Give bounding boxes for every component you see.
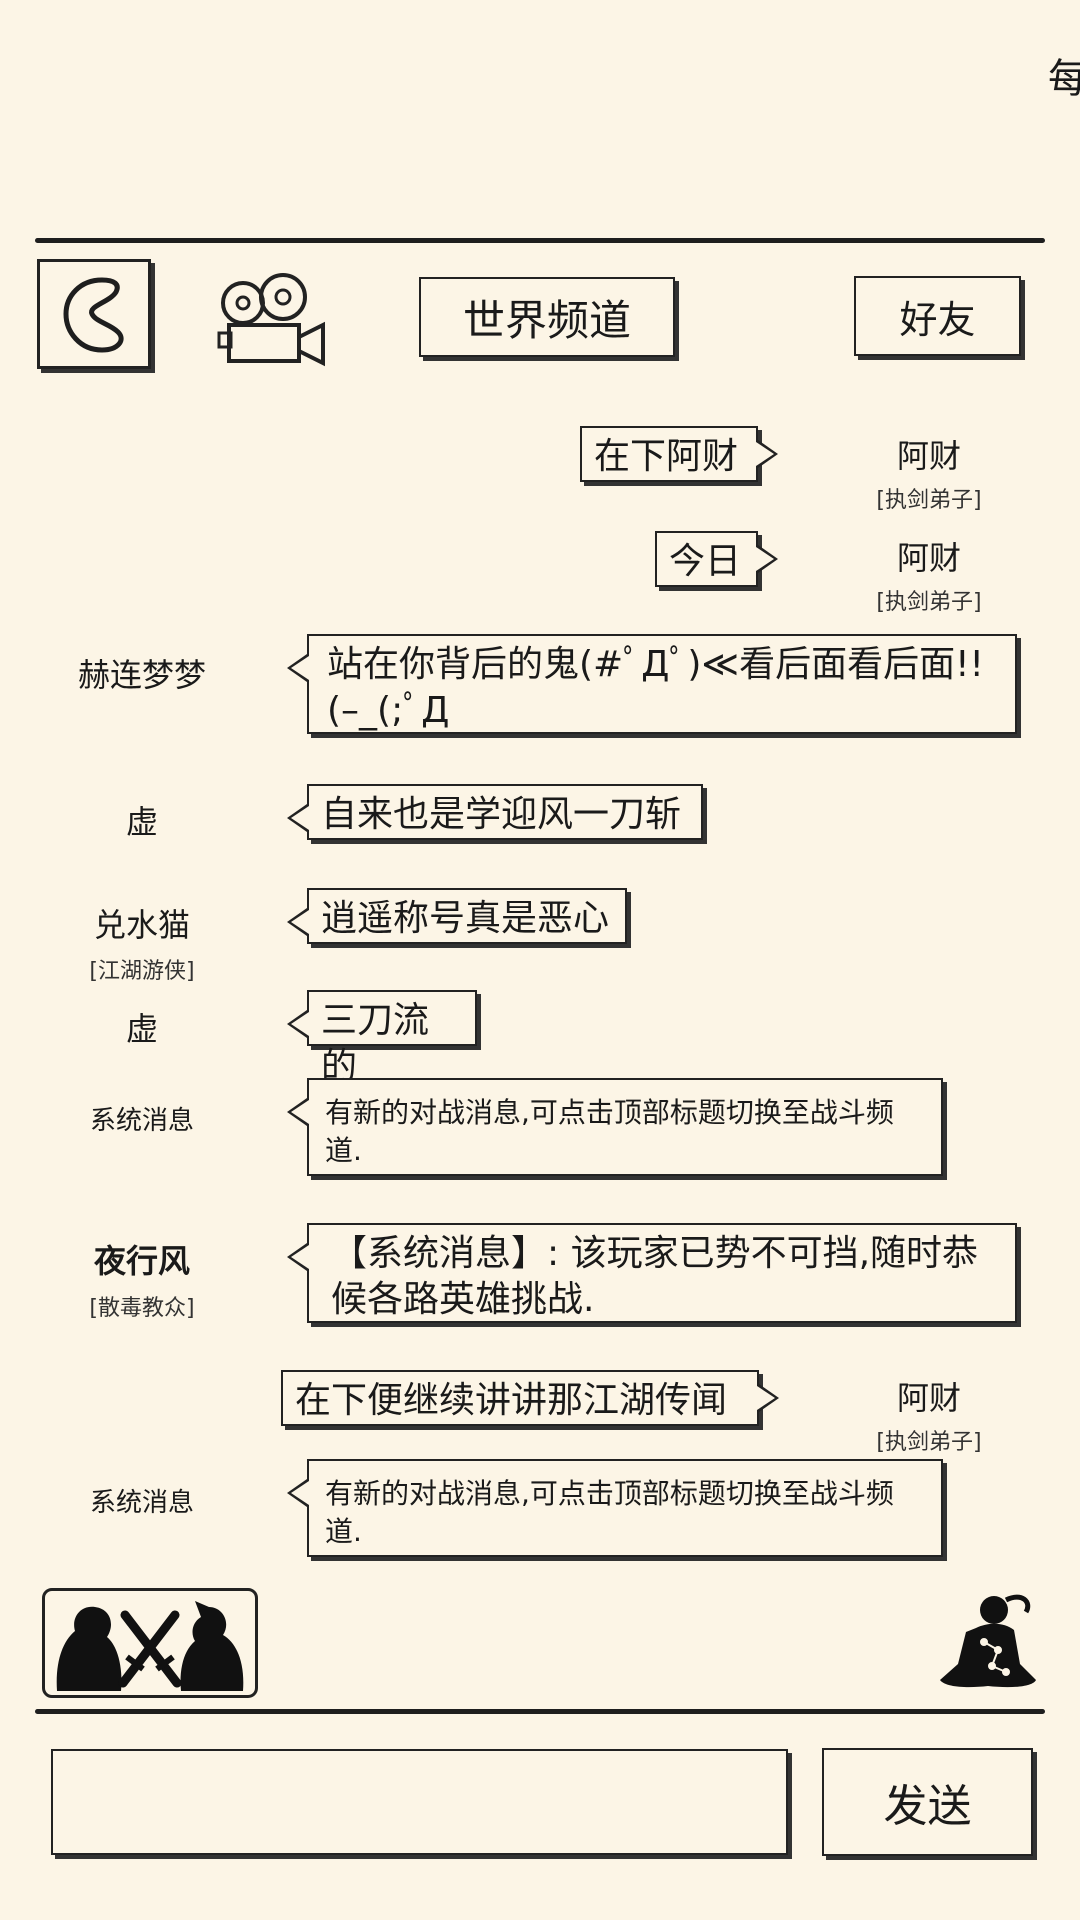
friends-label: 好友 [899, 297, 976, 342]
meditating-figure-icon [940, 1594, 1036, 1688]
friends-button[interactable]: 好友 [854, 276, 1021, 356]
sender-name[interactable]: 阿财 [896, 539, 961, 577]
meditation-button[interactable] [936, 1588, 1040, 1698]
sender-title: [执剑弟子] [876, 590, 982, 615]
sender-name[interactable]: 虚 [125, 1010, 158, 1048]
footer-divider [35, 1709, 1045, 1714]
chat-input-field[interactable] [51, 1749, 788, 1855]
sender-title: [散毒教众] [89, 1296, 195, 1321]
system-message-bubble[interactable]: 有新的对战消息,可点击顶部标题切换至战斗频道. [287, 1078, 943, 1176]
sender-name[interactable]: 阿财 [896, 1379, 961, 1417]
message-bubble: 逍遥称号真是恶心 [287, 888, 627, 944]
sender-title: [执剑弟子] [876, 1430, 982, 1455]
channel-title-button[interactable]: 世界频道 [419, 277, 675, 357]
battle-channel-button[interactable] [42, 1588, 258, 1698]
sender-name[interactable]: 夜行风 [93, 1242, 190, 1280]
send-label: 发送 [883, 1781, 972, 1832]
sender-name[interactable]: 虚 [125, 803, 158, 841]
message-bubble: 在下阿财 [580, 426, 778, 482]
back-arrow-icon [63, 277, 124, 353]
message-bubble: 自来也是学迎风一刀斩 [287, 784, 703, 840]
film-camera-icon [217, 273, 325, 367]
sender-title: [执剑弟子] [876, 488, 982, 513]
back-button[interactable] [37, 259, 151, 369]
message-bubble: 今日 [655, 531, 778, 587]
top-right-glyph: 每 [1048, 56, 1080, 102]
sender-name[interactable]: 兑水猫 [93, 906, 190, 944]
message-bubble: 在下便继续讲讲那江湖传闻 [281, 1370, 779, 1426]
system-message-bubble[interactable]: 有新的对战消息,可点击顶部标题切换至战斗频道. [287, 1459, 943, 1557]
sender-name: 系统消息 [89, 1106, 194, 1136]
sender-name[interactable]: 阿财 [896, 437, 961, 475]
message-bubble: 三刀流的 [287, 990, 477, 1087]
channel-title-label: 世界频道 [462, 295, 631, 345]
message-bubble: 【系统消息】: 该玩家已势不可挡,随时恭候各路英雄挑战. [287, 1223, 1017, 1323]
crossed-swords-duel-icon [56, 1601, 244, 1691]
sender-name[interactable]: 赫连梦梦 [77, 656, 206, 694]
message-bubble: 站在你背后的鬼(#ﾟДﾟ)≪看后面看后面!!(–_(;ﾟД [287, 634, 1017, 734]
send-button[interactable]: 发送 [822, 1748, 1033, 1856]
header-top-divider [35, 238, 1045, 243]
chat-input-value [53, 1751, 786, 1807]
sender-title: [江湖游侠] [89, 959, 195, 984]
replay-camera-button[interactable] [213, 271, 328, 371]
sender-name: 系统消息 [89, 1488, 194, 1518]
